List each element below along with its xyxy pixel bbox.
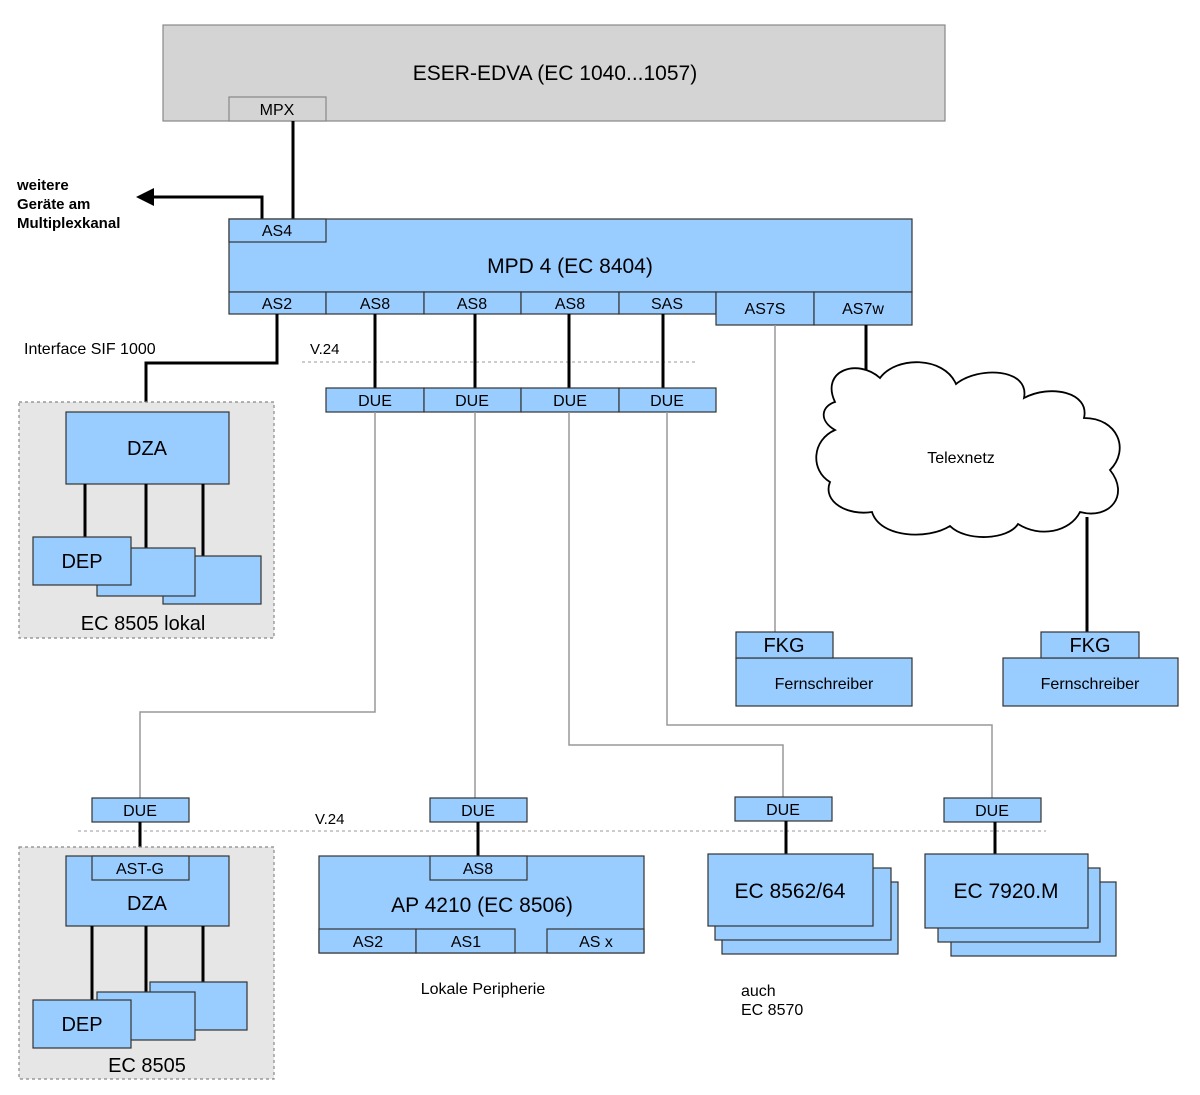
ec8562-note-1: auch <box>741 983 776 1000</box>
dep-remote-label: DEP <box>61 1014 102 1036</box>
fkg-left-label: FKG <box>763 635 804 657</box>
ap-as1-label: AS1 <box>451 934 481 951</box>
fkg-left-box <box>735 631 834 659</box>
ec7920-title: EC 7920.M <box>953 880 1058 903</box>
telexnetz-cloud <box>815 361 1121 538</box>
side-note-line-3: Multiplexkanal <box>17 215 120 232</box>
v24-top-label: V.24 <box>310 341 339 358</box>
dep-local-label: DEP <box>61 551 102 573</box>
ap-as8-port <box>429 855 528 881</box>
port-as8-3-label: AS8 <box>555 296 585 313</box>
side-note-line-2: Geräte am <box>17 196 90 213</box>
dza-local-label: DZA <box>127 438 168 460</box>
port-as7w <box>813 291 913 326</box>
dza-remote-label: DZA <box>127 893 168 915</box>
fernschreiber-right-label: Fernschreiber <box>1041 676 1140 693</box>
astg-box <box>91 855 190 881</box>
ap-asx-label: AS x <box>579 934 613 951</box>
due-link-3 <box>568 412 784 798</box>
ec8562-box-1 <box>707 853 874 927</box>
due-bottom-3-label: DUE <box>766 802 800 819</box>
due-link-4 <box>666 412 993 798</box>
ec8562-title: EC 8562/64 <box>735 880 846 903</box>
due-bottom-4 <box>943 797 1042 823</box>
dep-remote-box-1 <box>32 999 132 1049</box>
due-bottom-4-label: DUE <box>975 803 1009 820</box>
port-as7w-label: AS7w <box>842 301 884 318</box>
arrow-left-icon <box>136 188 154 206</box>
due-bottom-3 <box>734 796 833 822</box>
ec8505-local-caption: EC 8505 lokal <box>81 613 206 635</box>
due-top-row: DUE DUE DUE DUE <box>325 387 717 413</box>
dep-local-box-1 <box>32 536 132 586</box>
due-top-1 <box>325 387 425 413</box>
due-top-1-label: DUE <box>358 393 392 410</box>
ap4210-title: AP 4210 (EC 8506) <box>391 894 573 917</box>
fkg-right-label: FKG <box>1069 635 1110 657</box>
mpx-box <box>228 96 327 122</box>
as4-label: AS4 <box>262 223 292 240</box>
mpx-label: MPX <box>260 102 295 119</box>
port-as2-label: AS2 <box>262 296 292 313</box>
due-bottom-2 <box>429 797 528 823</box>
ec7920-box-1 <box>924 853 1089 929</box>
due-bottom-2-label: DUE <box>461 803 495 820</box>
ec8505-remote-caption: EC 8505 <box>108 1055 186 1077</box>
astg-label: AST-G <box>116 861 164 878</box>
port-as8-2-label: AS8 <box>457 296 487 313</box>
port-as7s <box>715 291 815 326</box>
side-note-line-1: weitere <box>16 177 69 194</box>
due-top-4 <box>618 387 717 413</box>
fkg-right-box <box>1040 631 1140 659</box>
ap-asx-port <box>546 928 645 954</box>
ap-as1-port <box>415 928 516 954</box>
port-sas-label: SAS <box>651 296 683 313</box>
due-top-2-label: DUE <box>455 393 489 410</box>
ec8562-note-2: EC 8570 <box>741 1002 803 1019</box>
due-link-1 <box>139 412 376 798</box>
mpd-title: MPD 4 (EC 8404) <box>487 255 653 278</box>
due-bottom-row: DUE DUE DUE DUE <box>91 796 1042 823</box>
telexnetz-label: Telexnetz <box>927 450 995 467</box>
as4-port <box>228 218 327 243</box>
as2-dza-line <box>144 314 279 412</box>
due-top-3-label: DUE <box>553 393 587 410</box>
port-as7s-label: AS7S <box>745 301 786 318</box>
due-bottom-1-label: DUE <box>123 803 157 820</box>
host-title: ESER-EDVA (EC 1040...1057) <box>413 62 697 85</box>
interface-label: Interface SIF 1000 <box>24 341 156 358</box>
lokale-peripherie-label: Lokale Peripherie <box>421 981 546 998</box>
fernschreiber-left-label: Fernschreiber <box>775 676 874 693</box>
due-top-3 <box>520 387 620 413</box>
ap-as2-port <box>318 928 417 954</box>
ap-as8-label: AS8 <box>463 861 493 878</box>
fernschreiber-right-box <box>1002 657 1179 707</box>
v24-bottom-label: V.24 <box>315 811 344 828</box>
due-top-4-label: DUE <box>650 393 684 410</box>
multiplex-arrow-line <box>150 195 264 219</box>
port-as8-1-label: AS8 <box>360 296 390 313</box>
dza-local-box <box>65 411 230 485</box>
ap-as2-label: AS2 <box>353 934 383 951</box>
fernschreiber-left-box <box>735 657 913 707</box>
